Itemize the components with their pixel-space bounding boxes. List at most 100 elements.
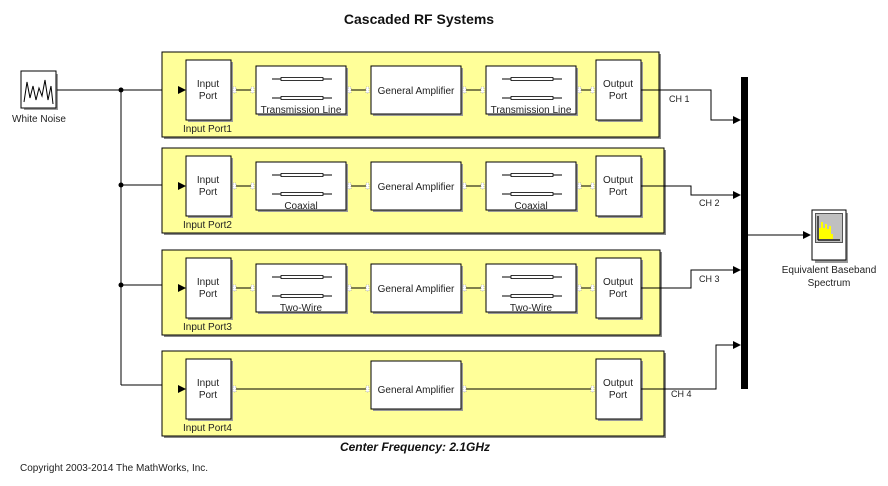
channel-label: CH 1: [669, 94, 690, 104]
arrowhead-icon: [733, 266, 741, 274]
rf-port-icon: [365, 182, 370, 190]
general-amplifier-block[interactable]: General Amplifier: [370, 161, 463, 212]
rf-port-icon: [347, 284, 352, 292]
transmission-line-icon: [502, 275, 562, 298]
transmission-line-label: Coaxial: [514, 201, 547, 212]
transmission-line-block[interactable]: Two-Wire: [255, 263, 348, 314]
input-port-text-line2: Port: [199, 91, 218, 102]
white-noise-block[interactable]: [20, 70, 58, 110]
input-port-label: Input Port4: [183, 423, 232, 434]
output-port-text-line1: Output: [603, 277, 633, 288]
spectrum-scope-block[interactable]: [811, 209, 848, 263]
transmission-line-block[interactable]: Coaxial: [255, 161, 348, 212]
white-noise-label: White Noise: [12, 114, 66, 125]
output-port-text-line2: Port: [609, 289, 628, 300]
transmission-line-icon: [272, 77, 332, 100]
channel-label: CH 4: [671, 389, 692, 399]
input-port-text-line2: Port: [199, 187, 218, 198]
arrowhead-icon: [733, 341, 741, 349]
input-port-text-line2: Port: [199, 390, 218, 401]
input-port-text-line2: Port: [199, 289, 218, 300]
output-port-text-line2: Port: [609, 187, 628, 198]
transmission-line-label: Two-Wire: [280, 303, 323, 314]
arrowhead-icon: [178, 284, 186, 292]
rf-port-icon: [250, 284, 255, 292]
rf-port-icon: [232, 182, 237, 190]
input-port-text-line1: Input: [197, 175, 219, 186]
spectrum-label-line1: Equivalent Baseband: [782, 265, 877, 276]
transmission-line-label: Transmission Line: [261, 105, 342, 116]
amplifier-label: General Amplifier: [378, 284, 455, 295]
rf-port-icon: [365, 86, 370, 94]
transmission-line-block[interactable]: Coaxial: [485, 161, 578, 212]
rf-port-icon: [232, 385, 237, 393]
rf-port-icon: [232, 86, 237, 94]
input-port-text-line1: Input: [197, 79, 219, 90]
branch-point: [118, 282, 124, 288]
transmission-line-block[interactable]: Transmission Line: [255, 65, 348, 116]
rf-port-icon: [480, 182, 485, 190]
mux-bus-bar[interactable]: [741, 77, 748, 389]
amplifier-label: General Amplifier: [378, 182, 455, 193]
general-amplifier-block[interactable]: General Amplifier: [370, 360, 463, 411]
amplifier-label: General Amplifier: [378, 86, 455, 97]
arrowhead-icon: [803, 231, 811, 239]
rf-port-icon: [347, 182, 352, 190]
channel-wire-3: [641, 269, 740, 289]
input-port-text-line1: Input: [197, 277, 219, 288]
rf-port-icon: [590, 284, 595, 292]
amplifier-label: General Amplifier: [378, 385, 455, 396]
noise-waveform-icon: [23, 79, 54, 105]
rf-port-icon: [250, 182, 255, 190]
rf-port-icon: [462, 385, 467, 393]
transmission-line-label: Coaxial: [284, 201, 317, 212]
arrowhead-icon: [178, 385, 186, 393]
transmission-line-icon: [272, 275, 332, 298]
spectrum-label-line2: Spectrum: [808, 278, 851, 289]
arrowhead-icon: [178, 86, 186, 94]
rf-port-icon: [250, 86, 255, 94]
channel-wire-2: [641, 185, 740, 196]
branch-point: [118, 182, 124, 188]
output-port-text-line1: Output: [603, 175, 633, 186]
center-frequency-annotation: Center Frequency: 2.1GHz: [340, 440, 490, 454]
transmission-line-icon: [502, 173, 562, 196]
output-port-text-line2: Port: [609, 91, 628, 102]
transmission-line-block[interactable]: Two-Wire: [485, 263, 578, 314]
output-port-text-line1: Output: [603, 378, 633, 389]
channel-label: CH 2: [699, 198, 720, 208]
general-amplifier-block[interactable]: General Amplifier: [370, 65, 463, 116]
transmission-line-icon: [502, 77, 562, 100]
arrowhead-icon: [733, 116, 741, 124]
output-port-text-line2: Port: [609, 390, 628, 401]
rf-port-icon: [590, 86, 595, 94]
rf-port-icon: [480, 86, 485, 94]
rf-port-icon: [365, 385, 370, 393]
transmission-line-icon: [272, 173, 332, 196]
copyright-text: Copyright 2003-2014 The MathWorks, Inc.: [20, 463, 208, 474]
channel-wire-4: [641, 344, 740, 390]
rf-port-icon: [590, 385, 595, 393]
input-port-label: Input Port1: [183, 124, 232, 135]
input-port-label: Input Port3: [183, 322, 232, 333]
transmission-line-label: Transmission Line: [491, 105, 572, 116]
rf-port-icon: [462, 86, 467, 94]
channel-wire-1: [641, 89, 740, 121]
input-port-label: Input Port2: [183, 220, 232, 231]
rf-port-icon: [232, 284, 237, 292]
transmission-line-block[interactable]: Transmission Line: [485, 65, 578, 116]
general-amplifier-block[interactable]: General Amplifier: [370, 263, 463, 314]
rf-port-icon: [577, 182, 582, 190]
